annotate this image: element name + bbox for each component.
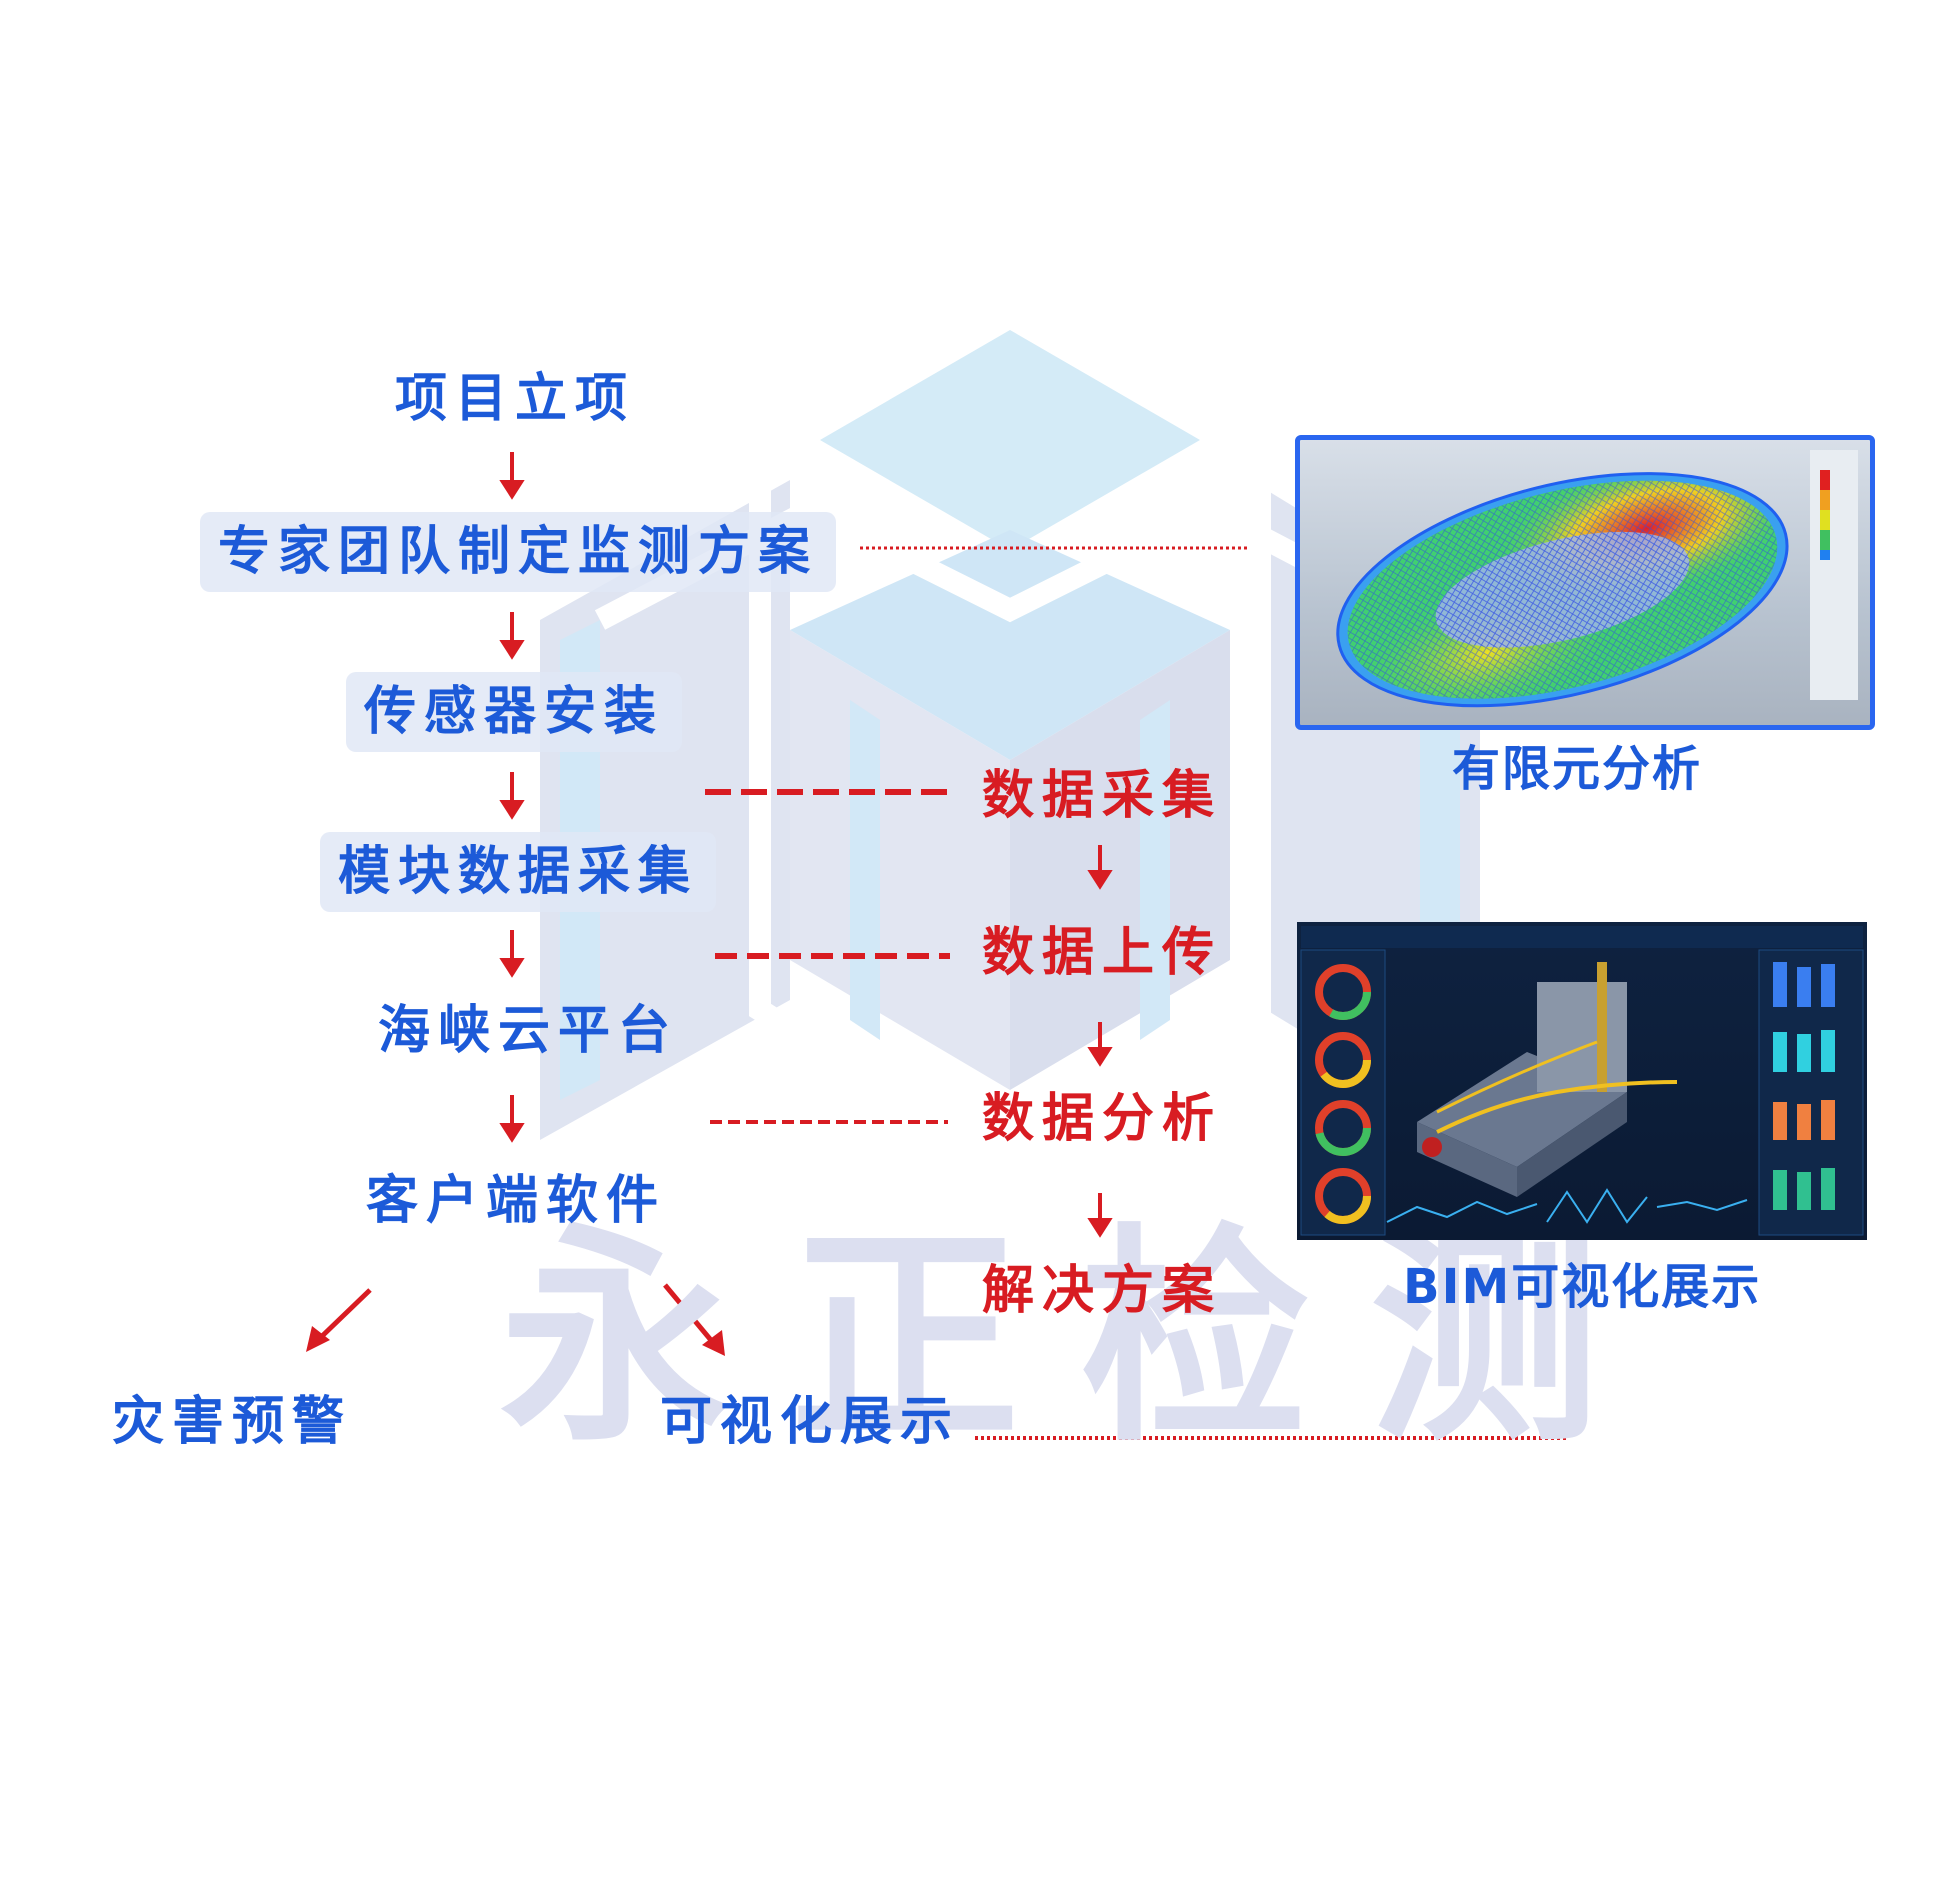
branch-visualization: 可视化展示 <box>660 1392 961 1452</box>
right-step-solution: 解决方案 <box>982 1261 1223 1321</box>
caption-finite-element: 有限元分析 <box>1452 741 1703 797</box>
branch-disaster-warning: 灾害预警 <box>112 1392 353 1452</box>
bim-dashboard-image <box>1297 922 1867 1240</box>
right-step-data-analysis: 数据分析 <box>982 1089 1223 1149</box>
right-step-data-upload: 数据上传 <box>982 923 1223 983</box>
finite-element-image <box>1295 435 1875 730</box>
caption-bim: BIM可视化展示 <box>1403 1259 1762 1315</box>
watermark-text: 永正检测 <box>500 1206 1660 1473</box>
step-client-software: 客户端软件 <box>366 1171 667 1231</box>
step-project-approval: 项目立项 <box>395 369 636 429</box>
step-sensor-install: 传感器安装 <box>346 672 683 752</box>
step-expert-plan: 专家团队制定监测方案 <box>200 512 837 592</box>
step-module-collection: 模块数据采集 <box>320 832 717 912</box>
step-cloud-platform: 海峡云平台 <box>378 1001 679 1061</box>
right-step-data-collection: 数据采集 <box>982 766 1223 826</box>
